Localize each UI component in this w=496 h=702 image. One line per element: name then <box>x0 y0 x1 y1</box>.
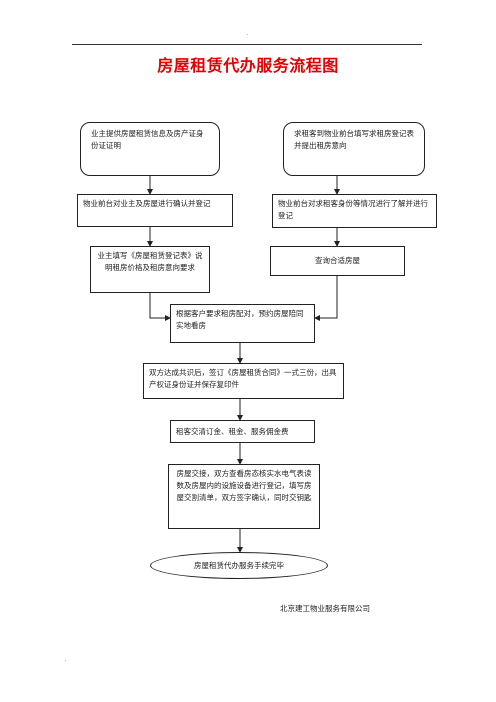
node-contract: 双方达成共识后，签订《房屋租赁合同》一式三份，出具产权证身份证并保存复印件 <box>143 363 344 399</box>
node-owner-confirm: 物业前台对业主及房屋进行确认并登记 <box>77 194 233 227</box>
node-match: 根据客户要求租房配对，预约房屋陪同实地看房 <box>170 304 315 343</box>
node-tenant-register: 求租客到物业前台填写求租房登记表并提出租房意向 <box>283 122 425 176</box>
header-dot: . <box>246 28 249 37</box>
footer-dot: . <box>64 654 67 663</box>
node-owner-fill: 业主填写《房屋租赁登记表》说明租房价格及租房意向要求 <box>90 246 210 293</box>
arrow-owner-fill-to-match <box>149 293 171 321</box>
node-handover: 房屋交接，双方查看房态核实水电气表读数及房屋内的设施设备进行登记，填写房屋交割清… <box>168 464 320 529</box>
node-tenant-confirm: 物业前台对求租客身份等情况进行了解并进行登记 <box>272 194 437 228</box>
arrow-find-to-match <box>314 276 338 321</box>
node-find-house: 查询合适房屋 <box>270 246 405 276</box>
node-owner-provide: 业主提供房屋租赁信息及房产证身份证证明 <box>80 122 220 176</box>
company-name: 北京建工物业服务有限公司 <box>280 604 370 613</box>
header-rule <box>72 44 422 45</box>
node-complete: 房屋租赁代办服务手续完毕 <box>150 552 328 579</box>
node-payment: 租客交清订金、租金、服务佣金费 <box>170 420 315 443</box>
page-title: 房屋租赁代办服务流程图 <box>157 56 339 75</box>
